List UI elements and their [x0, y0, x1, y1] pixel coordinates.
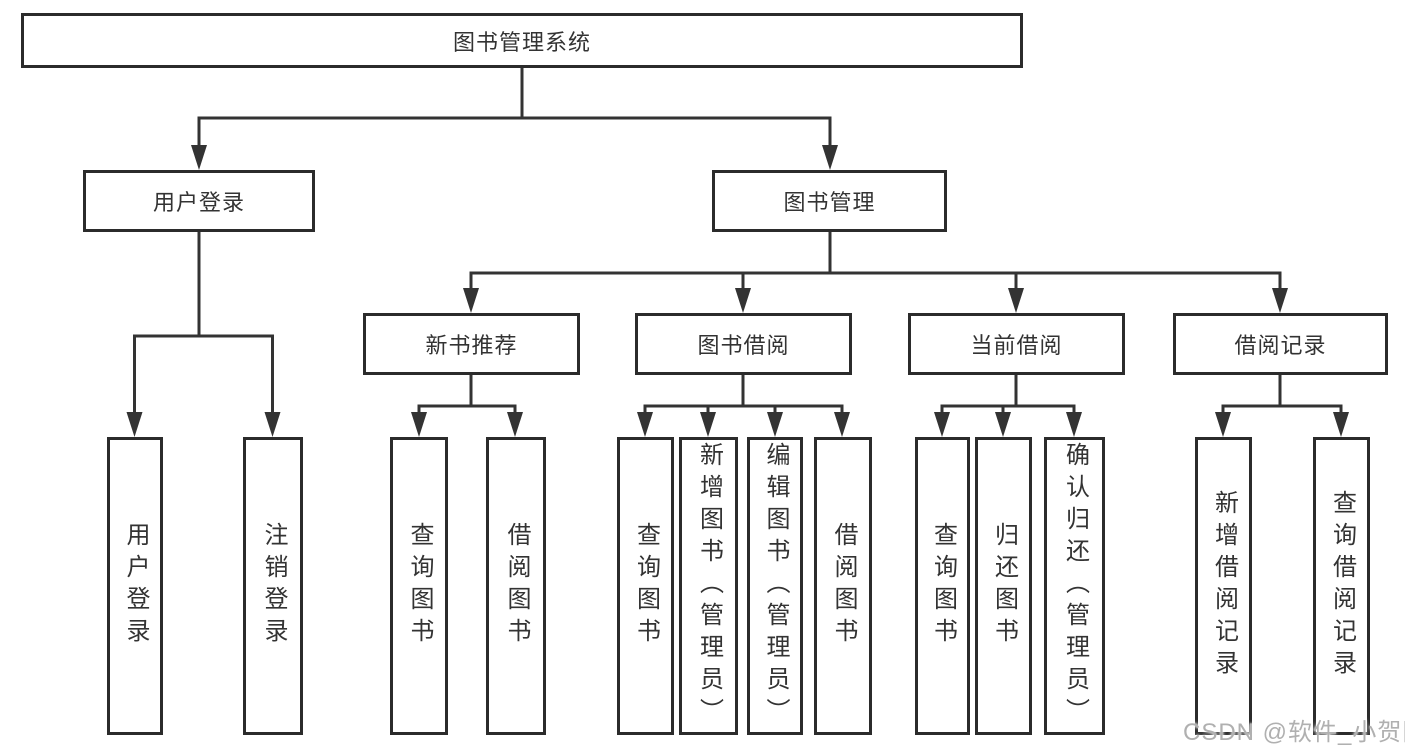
node-user-login: 用户登录 [83, 170, 315, 232]
node-label: 图书借阅 [697, 333, 790, 358]
node-label: 新书推荐 [425, 333, 518, 358]
node-label: 借阅记录 [1234, 333, 1327, 358]
leaf-borrow-books-recommend: 借阅图书 [486, 437, 546, 735]
node-label: 当前借阅 [970, 333, 1063, 358]
node-book-management: 图书管理 [712, 170, 947, 232]
node-label: 查询图书 [406, 522, 433, 650]
leaf-edit-books-admin: 编辑图书（管理员） [747, 437, 803, 735]
leaf-query-books-borrow: 查询图书 [617, 437, 674, 735]
node-label: 用户登录 [122, 522, 149, 650]
node-label: 编辑图书（管理员） [762, 442, 789, 730]
leaf-user-login: 用户登录 [107, 437, 163, 735]
node-current-borrow: 当前借阅 [908, 313, 1125, 375]
leaf-return-books: 归还图书 [975, 437, 1032, 735]
node-book-borrow: 图书借阅 [635, 313, 852, 375]
node-label: 查询图书 [929, 522, 957, 650]
leaf-confirm-return-admin: 确认归还（管理员） [1044, 437, 1105, 735]
node-label: 确认归还（管理员） [1061, 442, 1089, 730]
node-label: 借阅图书 [503, 522, 530, 650]
node-label: 借阅图书 [830, 522, 857, 650]
node-label: 新增借阅记录 [1210, 490, 1238, 682]
leaf-add-borrow-record: 新增借阅记录 [1195, 437, 1252, 735]
node-label: 归还图书 [990, 522, 1018, 650]
node-label: 新增图书（管理员） [695, 442, 723, 730]
leaf-query-borrow-record: 查询借阅记录 [1313, 437, 1370, 735]
node-new-book-recommend: 新书推荐 [363, 313, 580, 375]
node-label: 用户登录 [152, 190, 245, 215]
node-label: 查询图书 [632, 522, 660, 650]
node-label: 图书管理系统 [452, 29, 591, 55]
node-label: 注销登录 [260, 522, 287, 650]
leaf-query-books-recommend: 查询图书 [390, 437, 448, 735]
leaf-query-books-current: 查询图书 [915, 437, 970, 735]
leaf-borrow-books: 借阅图书 [814, 437, 872, 735]
node-root-system: 图书管理系统 [21, 13, 1023, 68]
leaf-logout: 注销登录 [243, 437, 303, 735]
node-label: 查询借阅记录 [1328, 490, 1356, 682]
leaf-add-books-admin: 新增图书（管理员） [679, 437, 738, 735]
csdn-watermark: CSDN @软件_小贺同学 [1183, 719, 1405, 746]
node-label: 图书管理 [783, 190, 876, 215]
node-borrow-records: 借阅记录 [1173, 313, 1388, 375]
